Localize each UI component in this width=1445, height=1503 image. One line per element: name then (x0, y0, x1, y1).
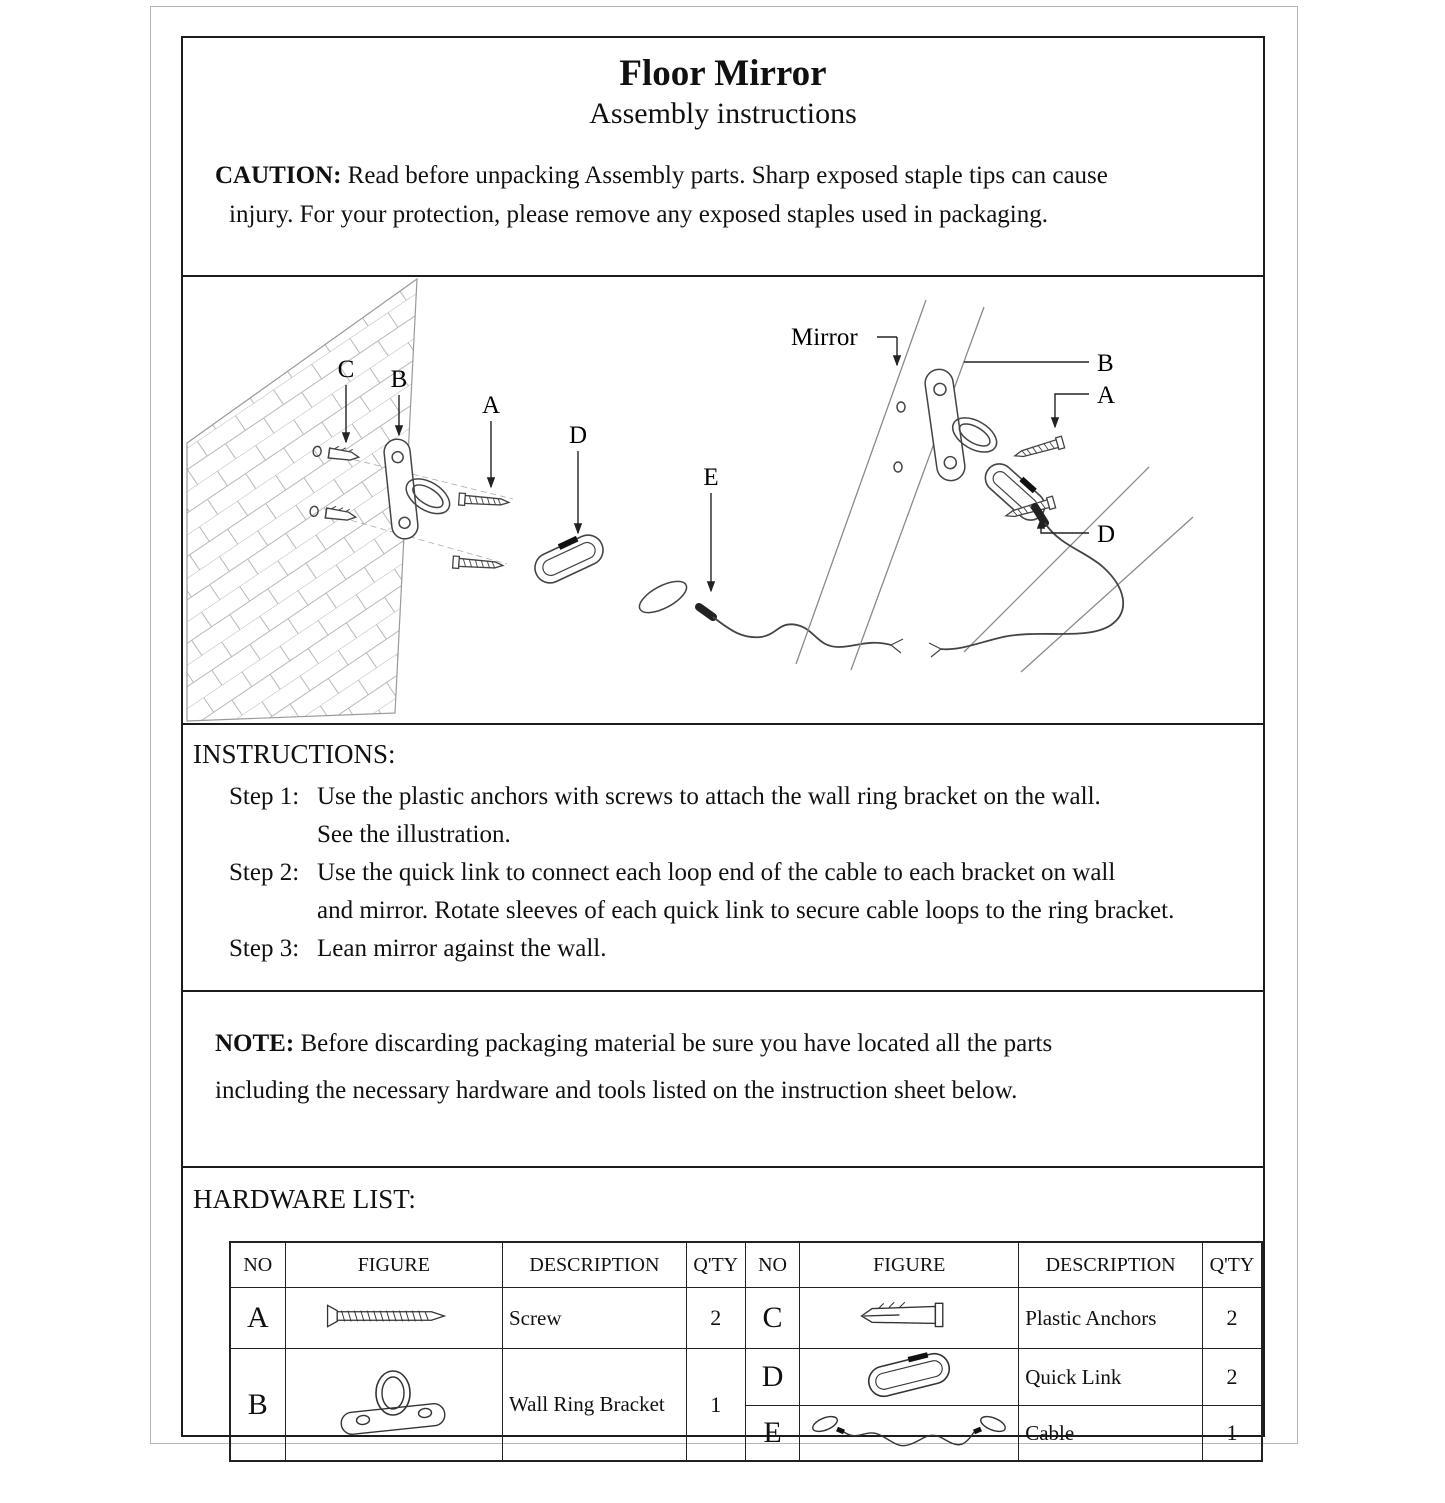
cable-figure (928, 503, 1125, 658)
hardware-table: NO FIGURE DESCRIPTION Q'TY NO FIGURE DES… (229, 1241, 1263, 1462)
row-b-description: Wall Ring Bracket (502, 1348, 687, 1462)
mirror-bracket-figure (893, 368, 998, 482)
col-figure: FIGURE (799, 1241, 1020, 1288)
row-b-no: B (229, 1348, 286, 1462)
table-row-b-d: B Wall Ring Bracket 1 D (229, 1348, 1263, 1462)
label-anchor-c: C (338, 356, 355, 383)
instruction-sheet: Floor Mirror Assembly instructions CAUTI… (181, 36, 1265, 1462)
plastic-anchor-figure (309, 505, 358, 521)
label-screw-a-right: A (1097, 382, 1115, 409)
row-c-no: C (744, 1287, 801, 1349)
screw-figure (457, 492, 511, 507)
step-2-line1: Use the quick link to connect each loop … (317, 859, 1116, 886)
step-1-line1: Use the plastic anchors with screws to a… (317, 783, 1101, 810)
step-2: Step 2: Use the quick link to connect ea… (229, 854, 1263, 930)
row-a-qty: 2 (685, 1287, 746, 1349)
label-bracket-b: B (391, 366, 408, 393)
note-label: NOTE: (215, 1030, 295, 1057)
caution-text1: Read before unpacking Assembly parts. Sh… (347, 162, 1108, 189)
caution-line2: injury. For your protection, please remo… (229, 201, 1048, 228)
hardware-heading: HARDWARE LIST: (193, 1184, 416, 1214)
page-title: Floor Mirror (619, 53, 827, 94)
step-1-label: Step 1: (229, 783, 300, 810)
step-3-label: Step 3: (229, 935, 300, 962)
page-subtitle: Assembly instructions (589, 97, 857, 130)
row-a-description: Screw (502, 1287, 687, 1349)
label-bracket-b-right: B (1097, 350, 1114, 377)
note-text1: Before discarding packaging material be … (300, 1030, 1053, 1057)
caution-paragraph: CAUTION: Read before unpacking Assembly … (215, 156, 1229, 234)
alignment-line (331, 514, 508, 565)
note-section: NOTE: Before discarding packaging materi… (183, 1020, 1263, 1168)
note-paragraph: NOTE: Before discarding packaging materi… (215, 1020, 1223, 1114)
row-c-description: Plastic Anchors (1018, 1287, 1203, 1349)
header-section: Floor Mirror Assembly instructions CAUTI… (183, 52, 1263, 277)
col-no: NO (744, 1241, 801, 1288)
col-figure: FIGURE (284, 1241, 504, 1288)
alignment-line (334, 454, 514, 500)
note-line2: including the necessary hardware and too… (215, 1077, 1018, 1104)
wall-ring-bracket-figure (383, 438, 451, 540)
col-qty: Q'TY (1201, 1241, 1263, 1288)
row-a-no: A (229, 1287, 286, 1349)
note-line1: NOTE: Before discarding packaging materi… (215, 1020, 1223, 1067)
leader-lines-left (341, 385, 716, 593)
col-description: DESCRIPTION (1018, 1241, 1203, 1288)
quick-link-icon (799, 1348, 1020, 1406)
step-2-label: Step 2: (229, 859, 300, 886)
step-3: Step 3: Lean mirror against the wall. (229, 930, 1263, 968)
col-no: NO (229, 1241, 286, 1288)
col-description: DESCRIPTION (502, 1241, 687, 1288)
row-e-description: Cable (1018, 1405, 1203, 1462)
hardware-section: HARDWARE LIST: NO FIGURE DESCRIPTION Q'T… (183, 1184, 1263, 1503)
row-d-qty: 2 (1201, 1348, 1263, 1406)
label-cable-e: E (703, 464, 718, 491)
step-1-body: Use the plastic anchors with screws to a… (317, 778, 1263, 854)
quick-link-figure (534, 534, 604, 584)
step-2-body: Use the quick link to connect each loop … (317, 854, 1263, 930)
instructions-section: INSTRUCTIONS: Step 1: Use the plastic an… (183, 739, 1263, 992)
screw-figure (451, 555, 505, 570)
label-quick-link-d: D (569, 422, 587, 449)
instructions-heading: INSTRUCTIONS: (193, 739, 396, 769)
step-1-line2: See the illustration. (317, 821, 511, 848)
row-e-no: E (744, 1405, 801, 1462)
caution-label: CAUTION: (215, 162, 342, 189)
step-2-line2: and mirror. Rotate sleeves of each quick… (317, 897, 1175, 924)
row-e-qty: 1 (1201, 1405, 1263, 1462)
wall-illustration (186, 277, 418, 722)
leader-lines-right (877, 336, 1089, 534)
assembly-diagram: C B A D E Mirror B A D (186, 277, 1194, 722)
row-d-no: D (744, 1348, 801, 1406)
table-row-a-c: A Screw 2 C (229, 1287, 1263, 1349)
hardware-header-row: NO FIGURE DESCRIPTION Q'TY NO FIGURE DES… (229, 1241, 1263, 1288)
step-3-line1: Lean mirror against the wall. (317, 935, 607, 962)
row-d-description: Quick Link (1018, 1348, 1203, 1406)
steps-list: Step 1: Use the plastic anchors with scr… (229, 778, 1263, 968)
caution-line1: CAUTION: Read before unpacking Assembly … (215, 156, 1229, 195)
label-mirror: Mirror (791, 324, 858, 351)
mirror-figure (795, 299, 1194, 673)
col-qty: Q'TY (685, 1241, 746, 1288)
row-b-qty: 1 (685, 1348, 746, 1462)
step-3-body: Lean mirror against the wall. (317, 930, 1263, 968)
wall-ring-bracket-icon (284, 1348, 504, 1462)
cable-icon (799, 1405, 1020, 1462)
label-cable-d-right: D (1097, 521, 1115, 548)
cable-figure (638, 580, 904, 654)
diagram-section: C B A D E Mirror B A D (183, 277, 1263, 725)
screw-icon (284, 1287, 504, 1349)
label-screw-a: A (482, 392, 500, 419)
screw-figure (1013, 435, 1066, 458)
step-1: Step 1: Use the plastic anchors with scr… (229, 778, 1263, 854)
plastic-anchor-figure (312, 445, 361, 461)
plastic-anchor-icon (799, 1287, 1020, 1349)
row-c-qty: 2 (1201, 1287, 1263, 1349)
